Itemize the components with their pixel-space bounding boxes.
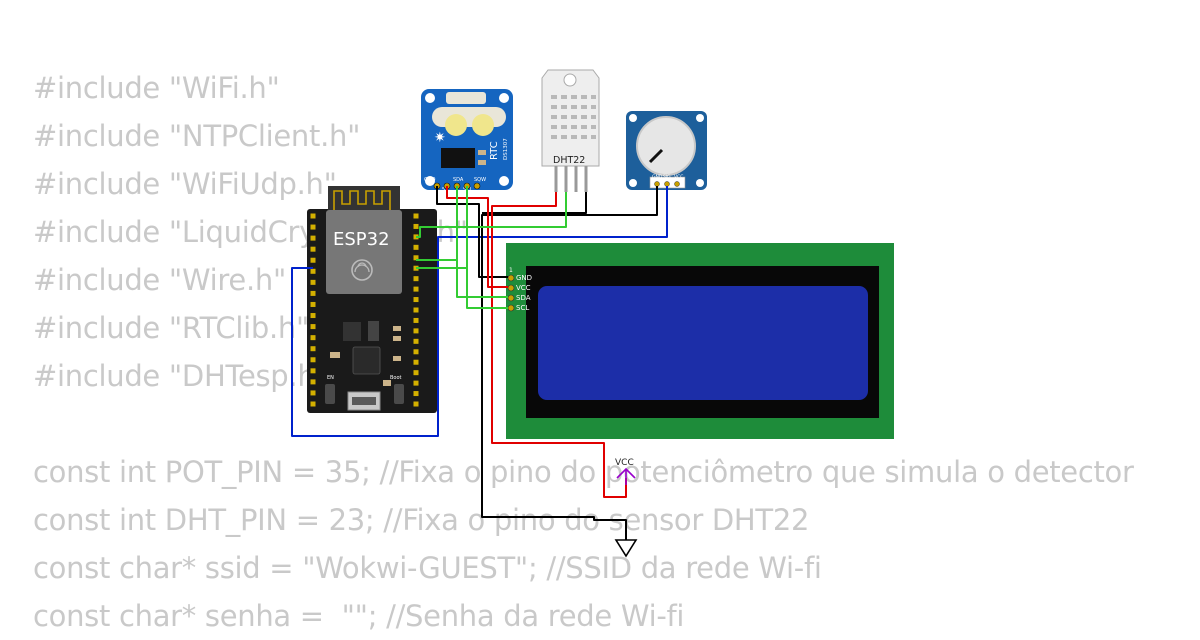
- code-line: const int POT_PIN = 35; //Fixa o pino do…: [33, 455, 1134, 489]
- wires: [291, 186, 668, 540]
- lcd-pin-label: SCL: [516, 304, 529, 312]
- rtc-module[interactable]: ✷ RTC DS1307 GND 5V SDA SCL SQW: [421, 89, 513, 193]
- boot-button[interactable]: [394, 384, 404, 404]
- code-consts: const int POT_PIN = 35; //Fixa o pino do…: [33, 448, 1168, 640]
- rtc-label: RTC: [489, 141, 500, 160]
- wire-green-sda-lcd: [456, 260, 508, 298]
- wire-green-dht-data: [416, 192, 567, 238]
- esp32-pin-gnd[interactable]: [310, 346, 316, 352]
- wire-red-vcc: [446, 186, 508, 288]
- code-line: #include "Wire.h": [33, 263, 286, 297]
- esp32-pin-5[interactable]: [413, 307, 419, 313]
- wire-red-vcc-main: [491, 192, 627, 498]
- esp32-pin-16[interactable]: [413, 328, 419, 334]
- esp32-pin-2[interactable]: [413, 359, 419, 365]
- code-line: const int DHT_PIN = 23; //Fixa o pino do…: [33, 503, 810, 537]
- code-line: #include "DHTesp.h": [33, 359, 329, 393]
- esp32-pin-19[interactable]: [413, 286, 419, 292]
- rtc-chip-label: DS1307: [503, 138, 509, 160]
- esp32-pins-right: [413, 213, 419, 407]
- potentiometer-knob-indicator: [648, 148, 664, 164]
- lcd-pin-label: GND: [516, 274, 532, 282]
- vcc-symbol: VCC: [615, 458, 636, 485]
- esp32-pin-32[interactable]: [310, 268, 316, 274]
- wire-black-rtc-gnd: [436, 186, 508, 278]
- esp32-pin-4[interactable]: [413, 338, 419, 344]
- esp32-pin-15[interactable]: [413, 370, 419, 376]
- esp32-pin-d2[interactable]: [310, 368, 316, 374]
- code-line: #include "NTPClient.h": [33, 119, 361, 153]
- pot-pin-label: GND: [652, 174, 663, 180]
- lcd-display[interactable]: 1 GND VCC SDA SCL: [506, 243, 894, 439]
- potentiometer[interactable]: GND SIG VCC: [626, 111, 707, 190]
- rtc-pin-label: GND: [424, 177, 436, 183]
- esp32-pin-d3[interactable]: [310, 379, 316, 385]
- esp32-pin-0[interactable]: [413, 349, 419, 355]
- boot-label: Boot: [390, 375, 402, 381]
- esp32-pin-12[interactable]: [310, 335, 316, 341]
- esp32-pin-18[interactable]: [413, 297, 419, 303]
- esp32-board[interactable]: ESP32 EN Boot: [307, 186, 437, 413]
- esp32-pin-25[interactable]: [310, 290, 316, 296]
- code-line: #include "WiFi.h": [33, 71, 280, 105]
- star-icon: ✷: [434, 130, 446, 146]
- wire-black-dht-gnd: [482, 192, 587, 214]
- dht22-sensor[interactable]: DHT22: [541, 69, 600, 192]
- esp32-pin-gnd[interactable]: [413, 213, 419, 219]
- lcd-pin-label: VCC: [516, 284, 531, 292]
- pot-pin-label: VCC: [674, 174, 683, 180]
- rtc-pin-label: 5V: [442, 187, 449, 193]
- esp32-pin-34[interactable]: [310, 246, 316, 252]
- esp32-pin-13[interactable]: [310, 357, 316, 363]
- vcc-label: VCC: [615, 458, 634, 468]
- esp32-pin-27[interactable]: [310, 313, 316, 319]
- rtc-pin-label: SQW: [474, 177, 486, 183]
- wire-black-pot-gnd: [481, 186, 658, 540]
- esp32-pin-cmd[interactable]: [310, 390, 316, 396]
- esp32-pins-left: [310, 213, 316, 407]
- esp32-pin-d1[interactable]: [413, 380, 419, 386]
- esp32-pin-clk[interactable]: [413, 401, 419, 407]
- pot-pin-label: SIG: [663, 174, 671, 180]
- code-line: const char* ssid = "Wokwi-GUEST"; //SSID…: [33, 551, 822, 585]
- espressif-logo-icon: [351, 259, 373, 281]
- esp32-pin-gnd[interactable]: [413, 276, 419, 282]
- esp32-pin-35[interactable]: [310, 257, 316, 263]
- esp32-pin-vn[interactable]: [310, 235, 316, 241]
- dht22-vent-grid: [551, 95, 596, 139]
- code-line: const char* senha = ""; //Senha da rede …: [33, 599, 685, 633]
- esp32-pin-23[interactable]: [413, 223, 419, 229]
- en-label: EN: [327, 375, 334, 381]
- esp32-pin-5v[interactable]: [310, 401, 316, 407]
- esp32-pin-rx[interactable]: [413, 255, 419, 261]
- ground-symbol: [614, 539, 638, 558]
- esp32-pin-vp[interactable]: [310, 224, 316, 230]
- pot-pin-header: [654, 181, 680, 187]
- svg-text:1: 1: [509, 267, 513, 274]
- wire-blue-pot-sig: [291, 186, 668, 437]
- esp32-pin-d0[interactable]: [413, 391, 419, 397]
- esp32-pin-14[interactable]: [310, 324, 316, 330]
- esp32-pin-17[interactable]: [413, 317, 419, 323]
- code-line: #include "RTClib.h": [33, 311, 309, 345]
- esp32-pin-26[interactable]: [310, 301, 316, 307]
- rtc-pin-label: SDA: [453, 177, 464, 183]
- lcd-pin-label: SDA: [516, 294, 531, 302]
- wire-green-scl-lcd: [466, 268, 508, 309]
- esp32-pin-tx[interactable]: [413, 244, 419, 250]
- en-button[interactable]: [325, 384, 335, 404]
- esp32-label: ESP32: [333, 229, 390, 250]
- esp32-pin-en[interactable]: [310, 213, 316, 219]
- code-line: #include "WiFiUdp.h": [33, 167, 337, 201]
- esp32-pin-33[interactable]: [310, 279, 316, 285]
- dht22-label: DHT22: [553, 155, 585, 166]
